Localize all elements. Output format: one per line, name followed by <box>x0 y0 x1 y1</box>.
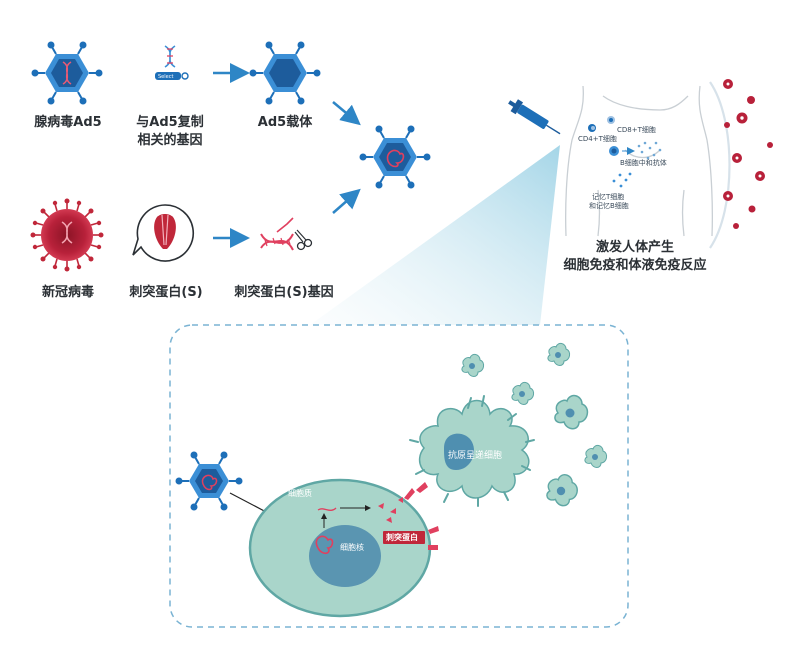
label-immune-response-line1: 激发人体产生 <box>595 240 674 255</box>
zoom-beam <box>310 145 560 325</box>
arrow-gene-to-recombinant <box>332 188 361 214</box>
memory-cell-cluster-icon <box>612 172 632 188</box>
label-nucleus: 细胞核 <box>340 543 364 552</box>
zoom-panel <box>169 324 629 628</box>
label-ad5-genes-line1: 与Ad5复制 <box>136 115 204 130</box>
gene-select-text: Select <box>158 74 173 80</box>
cell-nucleus <box>309 525 381 587</box>
panel-vector-icon <box>175 451 243 511</box>
recombinant-vector-icon <box>359 125 431 189</box>
label-immune-response-line2: 细胞免疫和体液免疫反应 <box>563 258 707 273</box>
arrow-vector-to-recombinant <box>332 101 361 126</box>
antigen-presenting-cell <box>409 395 535 507</box>
small-apc-nuclei <box>469 352 598 496</box>
spike-tag-box <box>383 531 425 544</box>
ad5-virus-icon <box>31 41 103 105</box>
human-body-outline <box>565 85 713 237</box>
nucleus-dna <box>315 535 334 555</box>
label-b-cell: B细胞中和抗体 <box>620 159 667 167</box>
spike-protein-fragments <box>378 497 403 523</box>
label-covid-virus: 新冠病毒 <box>41 285 94 300</box>
mrna-strand <box>317 507 337 511</box>
membrane-spike-proteins <box>404 482 439 550</box>
antibody-cluster-icon <box>637 141 662 160</box>
virus-particles-right <box>723 79 773 229</box>
label-cd4-t-cell: CD4+T细胞 <box>578 135 617 143</box>
covid-virus-icon <box>30 198 104 272</box>
cd8-t-cell-icon <box>607 116 615 124</box>
label-ad5-genes-line2: 相关的基因 <box>137 133 203 148</box>
spike-gene-dna-icon <box>260 217 294 251</box>
spike-protein-icon <box>132 204 195 262</box>
label-cd8-t-cell: CD8+T细胞 <box>617 126 656 134</box>
ad5-vector-icon <box>249 41 321 105</box>
b-cell-icon <box>609 146 619 156</box>
virus-particle-cores <box>726 82 762 198</box>
label-spike-gene: 刺突蛋白(S)基因 <box>234 285 334 300</box>
label-apc: 抗原呈递细胞 <box>448 451 503 461</box>
label-memory-line2: 和记忆B细胞 <box>589 202 629 210</box>
label-spike-protein: 刺突蛋白(S) <box>129 285 203 300</box>
syringe-icon <box>508 99 561 135</box>
cd4-t-cell-icon <box>588 124 596 132</box>
body-shield-arc <box>709 81 731 249</box>
label-ad5-vector: Ad5载体 <box>257 115 313 130</box>
label-memory-line1: 记忆T细胞 <box>592 193 625 201</box>
scissors-icon <box>294 229 313 251</box>
label-ad5-virus: 腺病毒Ad5 <box>34 115 102 130</box>
ad5-gene-dna-icon <box>155 45 189 80</box>
label-cytoplasm: 细胞质 <box>288 489 312 498</box>
label-spike-tag: 刺突蛋白 <box>386 533 418 542</box>
